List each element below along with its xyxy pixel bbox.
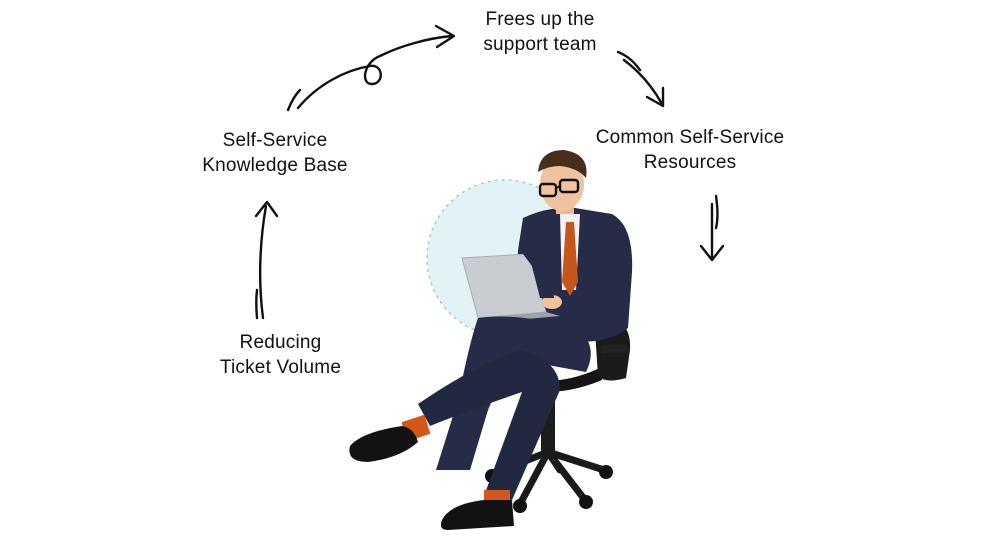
step-reducing-line1: Reducing xyxy=(239,332,322,353)
arrow-reducing-to-kb xyxy=(254,200,279,320)
step-resources-line1: Common Self-Service xyxy=(595,127,785,148)
step-reducing-line2: Ticket Volume xyxy=(219,357,342,378)
step-kb-line2: Knowledge Base xyxy=(202,155,348,176)
step-frees-support-team: Frees up the support team xyxy=(455,7,625,57)
step-frees-line2: support team xyxy=(483,34,597,55)
arrow-kb-to-frees xyxy=(286,24,456,112)
arrow-frees-to-resources xyxy=(616,50,665,108)
shoe xyxy=(349,426,418,462)
step-frees-line1: Frees up the xyxy=(485,9,595,30)
hand xyxy=(542,295,562,309)
step-resources-line2: Resources xyxy=(643,152,737,173)
step-common-resources: Common Self-Service Resources xyxy=(575,125,805,175)
tie xyxy=(562,222,578,296)
legs xyxy=(418,316,591,500)
step-kb-line1: Self-Service xyxy=(222,130,328,151)
step-knowledge-base: Self-Service Knowledge Base xyxy=(180,128,370,178)
shoe xyxy=(440,500,514,530)
arrow-resources-down xyxy=(699,194,725,262)
step-reducing-ticket-volume: Reducing Ticket Volume xyxy=(198,330,363,380)
sleeve xyxy=(520,249,554,298)
head xyxy=(538,150,587,214)
